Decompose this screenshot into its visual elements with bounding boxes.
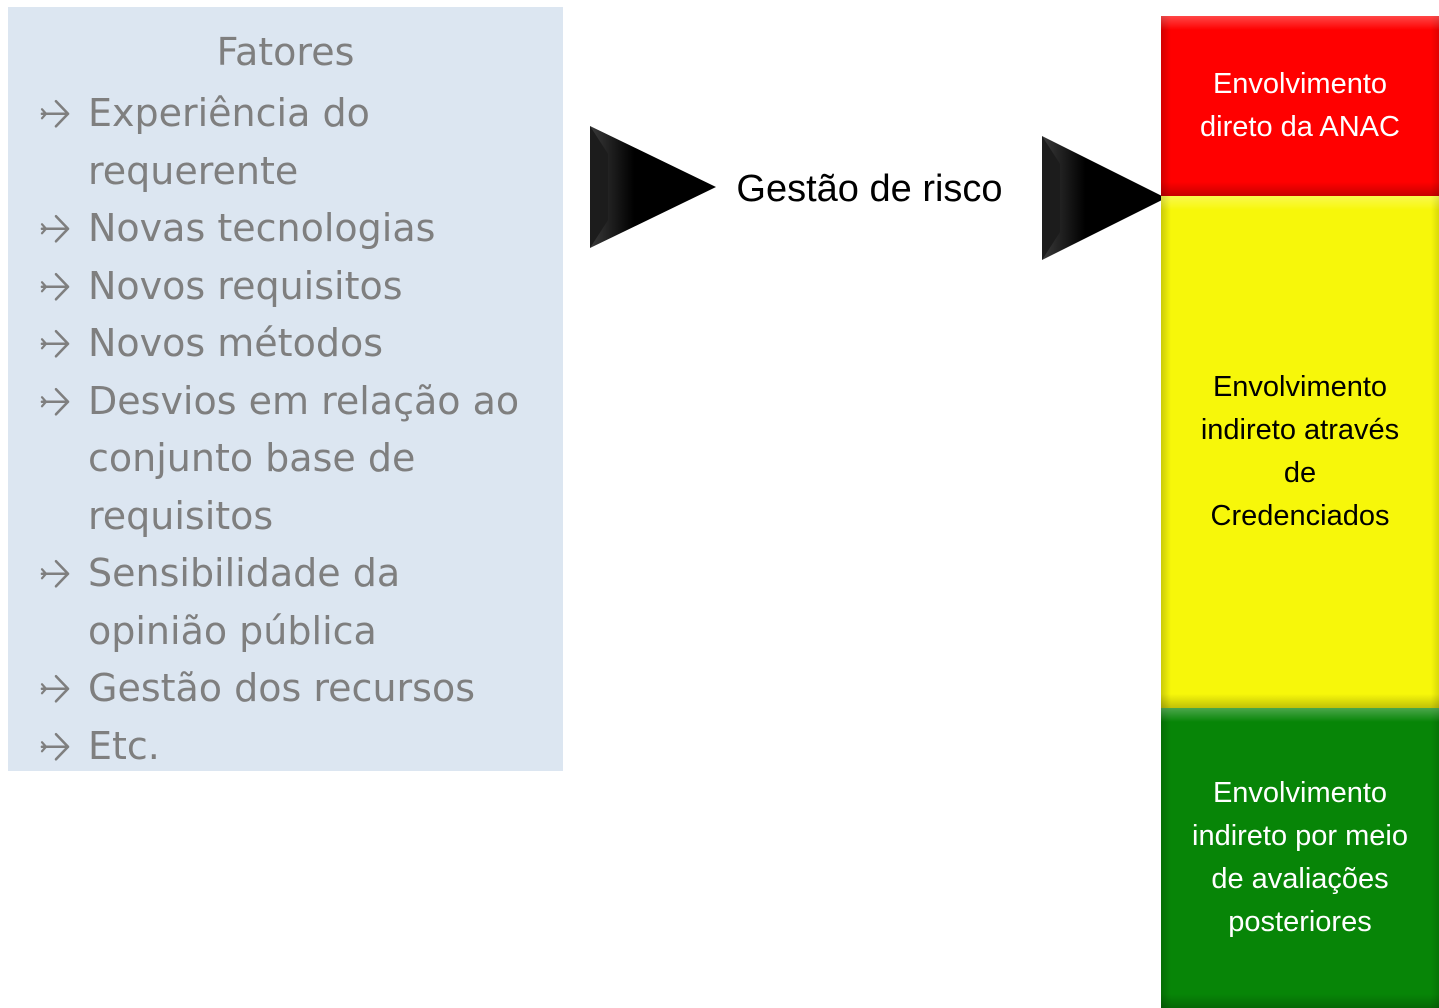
factor-item: Novos métodos: [8, 315, 563, 373]
factor-label: Novas tecnologias: [88, 206, 436, 250]
factor-label: Etc.: [88, 723, 160, 768]
airplane-icon: [40, 99, 70, 128]
airplane-icon: [40, 329, 70, 358]
factors-panel: Fatores Experiência do requerente Novas …: [8, 7, 563, 771]
arrow-right-icon: [1042, 136, 1166, 260]
factor-item: Desvios em relação ao conjunto base de r…: [8, 373, 563, 546]
factor-item: Sensibilidade da opinião pública: [8, 545, 563, 660]
factor-label: Novos requisitos: [88, 263, 403, 308]
factors-list: Experiência do requerente Novas tecnolog…: [8, 85, 563, 775]
arrow-right-icon: [590, 126, 716, 248]
factors-title: Fatores: [216, 30, 355, 74]
factor-item: Experiência do requerente: [8, 85, 563, 200]
level-label: Envolvimento indireto por meio de avalia…: [1192, 777, 1408, 938]
airplane-icon: [40, 732, 70, 761]
factor-label: Gestão dos recursos: [88, 666, 475, 710]
level-indirect-credentialed: Envolvimento indireto através de Credenc…: [1161, 196, 1439, 708]
factor-item: Novas tecnologias: [8, 200, 563, 258]
airplane-icon: [40, 674, 70, 703]
level-label: Envolvimento indireto através de Credenc…: [1200, 371, 1400, 532]
level-direct-involvement: Envolvimento direto da ANAC: [1161, 16, 1439, 196]
factor-label: Sensibilidade da opinião pública: [88, 551, 401, 653]
airplane-icon: [40, 214, 70, 243]
factor-item: Gestão dos recursos: [8, 660, 563, 718]
factor-label: Experiência do requerente: [88, 91, 370, 193]
airplane-icon: [40, 387, 70, 416]
level-label: Envolvimento direto da ANAC: [1200, 68, 1400, 143]
factor-label: Novos métodos: [88, 321, 384, 365]
factor-label: Desvios em relação ao conjunto base de r…: [88, 378, 520, 538]
risk-management-label: Gestão de risco: [736, 168, 1003, 210]
level-indirect-post-evaluation: Envolvimento indireto por meio de avalia…: [1161, 708, 1439, 1008]
factor-item: Etc.: [8, 718, 563, 776]
airplane-icon: [40, 559, 70, 588]
factor-item: Novos requisitos: [8, 258, 563, 316]
airplane-icon: [40, 272, 70, 301]
